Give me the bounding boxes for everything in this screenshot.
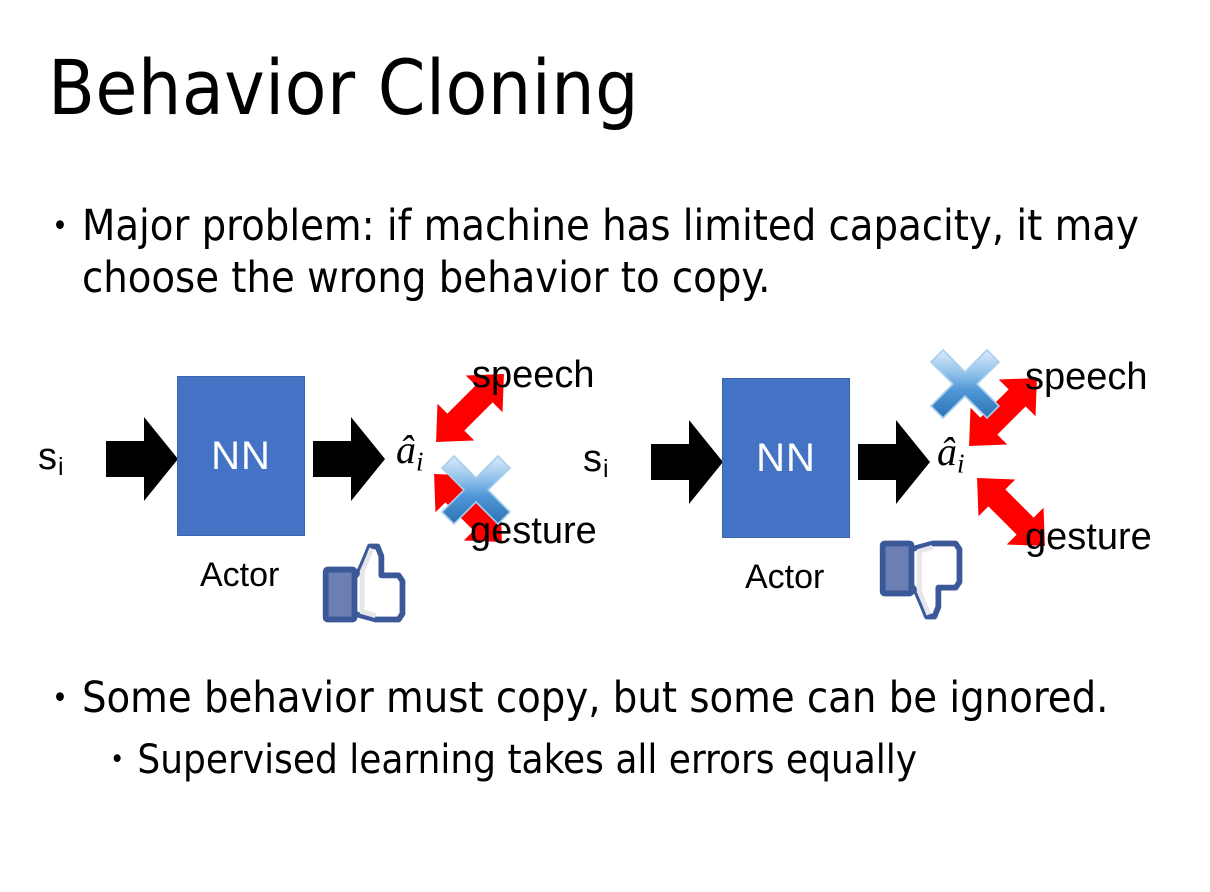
thumbs-down-icon [875,532,971,628]
input-arrow-icon-left [106,415,178,503]
bullet-marker-icon: • [52,681,68,716]
nn-box-right: NN [722,378,850,538]
thumbs-up-icon [318,535,414,631]
nn-box-label: NN [756,435,816,480]
output-label-speech-left: speech [472,354,595,396]
diagram-right: si NN Actor âi [555,340,1155,640]
diagram-left: si NN Actor âi [10,340,610,640]
state-subscript: i [603,455,609,484]
state-symbol: s [38,436,57,478]
speech-arrow-icon-right [943,352,1063,472]
page-title: Behavior Cloning [48,43,639,132]
action-symbol: â [937,429,957,474]
bullet-bottom-level2-text: Supervised learning takes all errors equ… [137,737,918,783]
cross-out-icon-gesture-left [438,452,514,528]
speech-arrow-icon-left [410,348,530,468]
input-arrow-icon-right [651,418,723,506]
bullet-marker-icon: • [110,744,125,775]
cross-out-icon-speech-right [927,346,1003,422]
bullet-top: • Major problem: if machine has limited … [52,200,1162,304]
state-label-right: si [583,440,609,482]
action-subscript: i [957,448,965,479]
output-label-speech-right: speech [1025,356,1148,398]
nn-box-left: NN [177,376,305,536]
gesture-arrow-icon-right [951,452,1071,572]
output-label-gesture-left: gesture [470,510,597,552]
actor-caption-left: Actor [200,556,280,594]
action-subscript: i [416,446,424,477]
action-label-left: âi [396,430,424,476]
actor-caption-right: Actor [745,558,825,596]
bullet-marker-icon: • [52,209,68,244]
bullet-bottom-level2: • Supervised learning takes all errors e… [110,735,1170,785]
output-arrow-icon-left [313,415,385,503]
action-symbol: â [396,427,416,472]
bullet-bottom-level1-text: Some behavior must copy, but some can be… [81,673,1109,723]
nn-box-label: NN [211,433,271,478]
output-arrow-icon-right [858,418,930,506]
state-symbol: s [583,438,602,480]
bullet-bottom-level1: • Some behavior must copy, but some can … [52,672,1172,724]
action-label-right: âi [937,432,965,478]
state-label-left: si [38,438,64,480]
output-label-gesture-right: gesture [1025,516,1152,558]
state-subscript: i [58,453,64,482]
bullet-top-text: Major problem: if machine has limited ca… [81,201,1139,303]
